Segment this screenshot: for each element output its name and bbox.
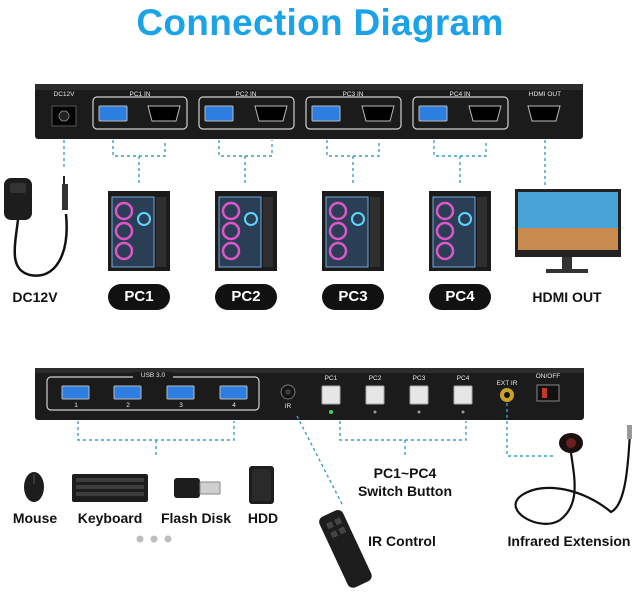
front-panel <box>35 368 584 420</box>
ir-label: IR <box>284 403 292 410</box>
port-group-pc1 <box>92 96 188 130</box>
infrared-extension-icon <box>514 425 632 525</box>
group-label-pc2: PC2 IN <box>235 91 257 98</box>
page-title: Connection Diagram <box>136 2 504 43</box>
label-switch-button: Switch Button <box>357 483 453 499</box>
hdmi-out-port <box>527 105 561 122</box>
top-connectors <box>63 140 546 210</box>
label-switch-range: PC1~PC4 <box>373 465 437 481</box>
label-pc4: PC4 <box>429 284 491 310</box>
button-label-pc2: PC2 <box>368 375 382 382</box>
port-group-pc2 <box>198 96 295 130</box>
keyboard-icon <box>72 474 148 502</box>
label-dc12v: DC12V <box>12 289 58 305</box>
button-label-pc4: PC4 <box>456 375 470 382</box>
usb-port-4-label: 4 <box>232 402 236 409</box>
usb-port-1-label: 1 <box>74 402 78 409</box>
label-pc2: PC2 <box>215 284 277 310</box>
button-label-pc1: PC1 <box>324 375 338 382</box>
switch-buttons <box>321 385 473 405</box>
label-keyboard: Keyboard <box>77 510 143 526</box>
port-group-pc3 <box>305 96 402 130</box>
button-label-pc3: PC3 <box>412 375 426 382</box>
power-adapter-icon <box>4 178 68 277</box>
rear-panel <box>35 84 583 139</box>
bottom-connectors <box>77 403 553 507</box>
label-mouse: Mouse <box>12 510 58 526</box>
label-infrared-extension: Infrared Extension <box>507 533 631 549</box>
more-devices-dots <box>136 535 172 543</box>
group-label-pc3: PC3 IN <box>342 91 364 98</box>
group-label-pc1: PC1 IN <box>129 91 151 98</box>
label-ir-control: IR Control <box>368 533 436 549</box>
usb-port-3-label: 3 <box>179 402 183 409</box>
hdmi-port-label: HDMI OUT <box>528 91 562 98</box>
label-hdd: HDD <box>247 510 279 526</box>
usb-front-ports <box>61 385 248 400</box>
monitor-icon <box>515 189 621 273</box>
usb-port-2-label: 2 <box>126 402 130 409</box>
flash-disk-icon <box>174 478 221 498</box>
dc-port-label: DC12V <box>53 91 75 98</box>
label-pc3: PC3 <box>322 284 384 310</box>
group-label-pc4: PC4 IN <box>449 91 471 98</box>
label-flash-disk: Flash Disk <box>160 510 232 526</box>
usb-group-label: USB 3.0 <box>133 372 173 379</box>
port-group-pc4 <box>412 96 509 130</box>
ir-remote-icon <box>319 510 372 588</box>
label-hdmi-out: HDMI OUT <box>532 289 602 305</box>
hdd-icon <box>249 466 274 504</box>
mouse-icon <box>24 472 44 502</box>
pc-tower-icons <box>108 191 491 271</box>
power-switch <box>536 384 560 402</box>
label-pc1: PC1 <box>108 284 170 310</box>
power-label: ON/OFF <box>535 373 561 380</box>
ext-ir-label: EXT IR <box>496 380 518 387</box>
